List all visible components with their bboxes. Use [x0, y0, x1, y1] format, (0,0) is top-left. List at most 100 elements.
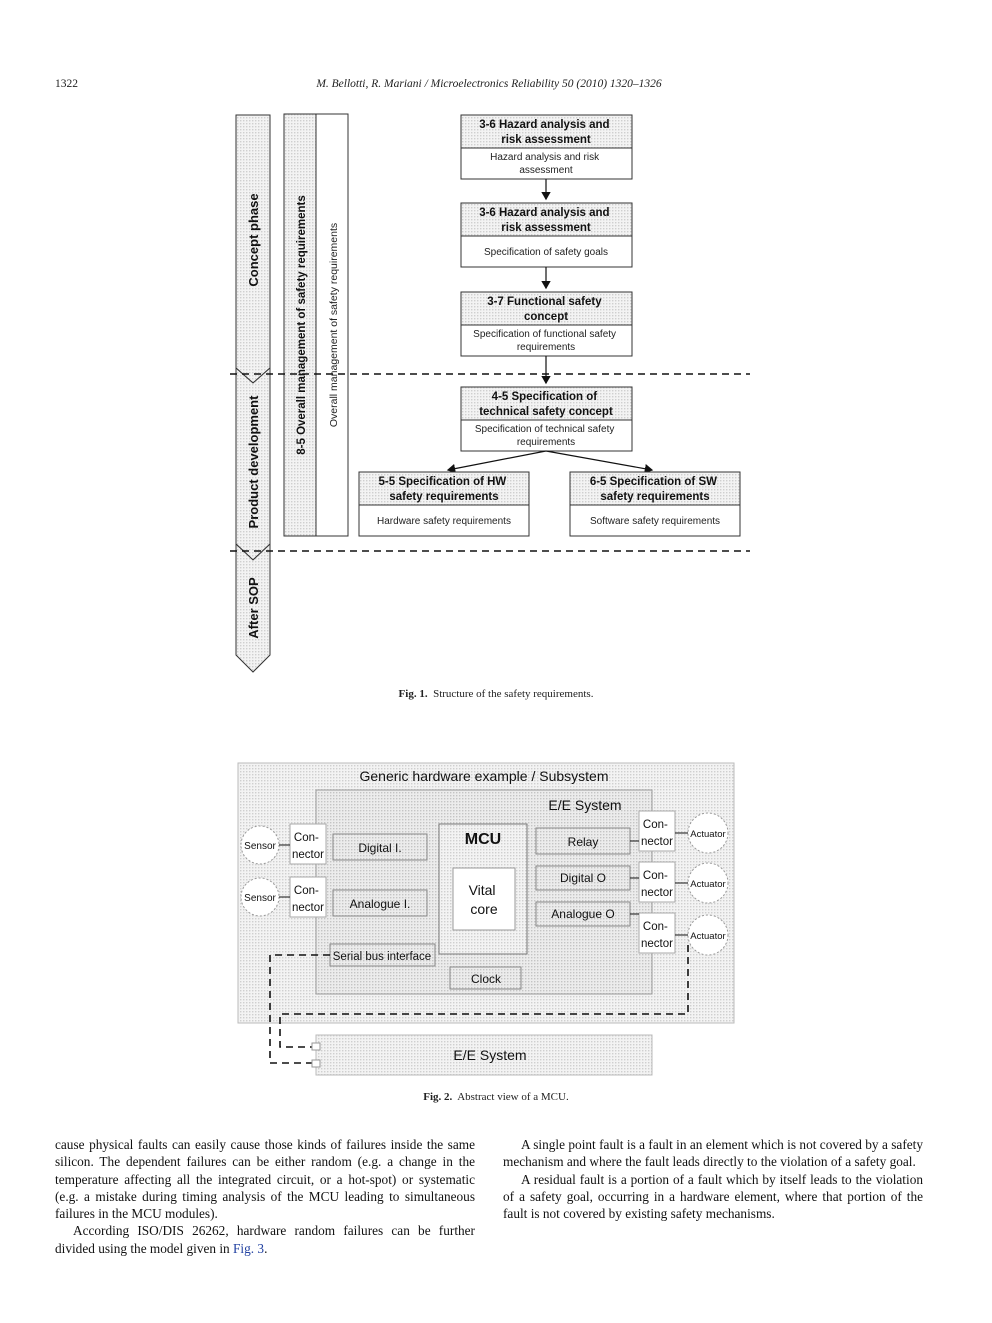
figure-1-caption-label: Fig. 1. — [398, 688, 428, 700]
svg-text:3-6 Hazard analysis and: 3-6 Hazard analysis and risk assessment — [479, 119, 613, 146]
svg-text:Con- nector: Con- nector — [641, 921, 673, 950]
actuator-3-label: Actuator — [690, 931, 725, 942]
left-paragraph-2-text: According ISO/DIS 26262, hardware random… — [55, 1223, 475, 1256]
connector-right-1: Con- nector — [638, 810, 676, 852]
connector-right-2: Con- nector — [638, 861, 676, 903]
connector-r3-line-2: nector — [641, 938, 673, 950]
box-6-body-line-1: Software safety requirements — [590, 516, 720, 527]
analogue-output: Analogue O — [535, 901, 631, 927]
box-6-title-line-2: safety requirements — [600, 491, 709, 503]
box-2-body-line-1: Specification of safety goals — [484, 247, 608, 258]
box-4-title-line-1: 4-5 Specification of — [492, 391, 598, 403]
box-hazard-analysis-2: 3-6 Hazard analysis and risk assessment … — [460, 202, 633, 268]
sensor-2: Sensor — [240, 877, 280, 917]
actuator-1: Actuator — [687, 812, 729, 854]
box-3-body-line-1: Specification of functional safety — [473, 329, 616, 340]
box-5-title-line-1: 5-5 Specification of HW — [379, 476, 507, 488]
serial-bus-interface: Serial bus interface — [329, 943, 436, 967]
box-1-body-line-1: Hazard analysis and risk — [490, 152, 600, 163]
relay-label: Relay — [568, 835, 599, 849]
connector-r2-line-2: nector — [641, 887, 673, 899]
box-functional-safety-concept: 3-7 Functional safety concept Specificat… — [460, 291, 633, 357]
connector-r1-line-2: nector — [641, 836, 673, 848]
box-3-title-line-2: concept — [524, 311, 568, 323]
actuator-2-label: Actuator — [690, 879, 725, 890]
external-ee-label: E/E System — [453, 1047, 526, 1063]
digital-input: Digital I. — [332, 833, 428, 861]
subsystem-title: Generic hardware example / Subsystem — [360, 768, 609, 784]
box-4-title-line-2: technical safety concept — [479, 406, 613, 418]
svg-text:Con- nector: Con- nector — [641, 870, 673, 899]
fig-3-link[interactable]: Fig. 3 — [233, 1240, 265, 1256]
box-6-title-line-1: 6-5 Specification of SW — [590, 476, 717, 488]
right-paragraph-2: A residual fault is a portion of a fault… — [503, 1171, 923, 1222]
digital-output-label: Digital O — [560, 871, 606, 885]
svg-text:6-5 Specification of SW: 6-5 Specification of SW safety requireme… — [590, 476, 720, 503]
dashed-bus-link-outer — [269, 954, 330, 1064]
connector-left-1: Con- nector — [289, 823, 327, 865]
actuator-2: Actuator — [687, 862, 729, 904]
dashed-bus-link-inner — [279, 945, 689, 1048]
left-paragraph-1: cause physical faults can easily cause t… — [55, 1137, 475, 1222]
box-hw-safety-requirements: 5-5 Specification of HW safety requireme… — [358, 471, 530, 537]
vital-core-line-2: core — [470, 901, 497, 917]
connector-l2-line-1: Con- — [294, 885, 319, 897]
box-1-body-line-2: assessment — [519, 165, 573, 176]
management-plain-label: Overall management of safety requirement… — [328, 223, 340, 427]
connector-r3-line-1: Con- — [643, 921, 668, 933]
figure-2-caption: Fig. 2. Abstract view of a MCU. — [0, 1091, 992, 1103]
mcu-block: MCU Vital core — [438, 823, 528, 955]
figure-1-caption: Fig. 1. Structure of the safety requirem… — [0, 688, 992, 700]
actuator-3: Actuator — [687, 914, 729, 956]
digital-input-label: Digital I. — [358, 841, 401, 855]
management-bold-label: 8-5 Overall management of safety require… — [296, 195, 308, 455]
figure-1: Concept phase Product development After … — [230, 113, 750, 673]
box-1-title-line-2: risk assessment — [501, 134, 591, 146]
management-column: 8-5 Overall management of safety require… — [283, 113, 349, 537]
svg-text:3-7 Functional safety: 3-7 Functional safety concept — [487, 296, 605, 323]
figure-1-caption-text: Structure of the safety requirements. — [433, 688, 594, 700]
running-title: M. Bellotti, R. Mariani / Microelectroni… — [316, 78, 662, 90]
connector-l2-line-2: nector — [292, 902, 324, 914]
box-3-body-line-2: requirements — [517, 342, 575, 353]
sensor-1: Sensor — [240, 825, 280, 865]
svg-text:Con- nector: Con- nector — [292, 885, 324, 914]
box-2-title-line-1: 3-6 Hazard analysis and — [479, 207, 609, 219]
vital-core-line-1: Vital — [469, 882, 496, 898]
box-1-title-line-1: 3-6 Hazard analysis and — [479, 119, 609, 131]
external-ee-system: E/E System — [311, 1034, 653, 1076]
svg-text:Hazard analysis and risk: Hazard analysis and risk assessment — [490, 152, 602, 176]
figure-2: Generic hardware example / Subsystem E/E… — [237, 762, 735, 1076]
svg-text:Specification of functional sa: Specification of functional safety requi… — [473, 329, 619, 353]
page-number: 1322 — [55, 78, 78, 90]
clock-block: Clock — [449, 966, 522, 990]
box-2-title-line-2: risk assessment — [501, 222, 591, 234]
svg-text:Con- nector: Con- nector — [292, 832, 324, 861]
analogue-input-label: Analogue I. — [350, 897, 411, 911]
analogue-output-label: Analogue O — [551, 907, 614, 921]
svg-text:Specification of technical saf: Specification of technical safety requir… — [475, 424, 617, 448]
svg-text:4-5 Specification of t: 4-5 Specification of technical safety co… — [479, 391, 613, 418]
svg-text:Con- nector: Con- nector — [641, 819, 673, 848]
phase-product-development-label: Product development — [246, 395, 261, 529]
analogue-input: Analogue I. — [332, 889, 428, 917]
right-paragraph-1: A single point fault is a fault in an el… — [503, 1137, 923, 1170]
connector-r2-line-1: Con- — [643, 870, 668, 882]
body-left-column: cause physical faults can easily cause t… — [55, 1136, 475, 1257]
connector-l1-line-2: nector — [292, 849, 324, 861]
phase-concept-label: Concept phase — [246, 193, 261, 286]
relay-block: Relay — [535, 827, 631, 855]
svg-text:5-5 Specification of HW: 5-5 Specification of HW safety requireme… — [379, 476, 510, 503]
serial-bus-label: Serial bus interface — [333, 951, 431, 963]
box-hazard-analysis-1: 3-6 Hazard analysis and risk assessment … — [460, 114, 633, 180]
arrow-4b — [545, 450, 654, 474]
box-3-title-line-1: 3-7 Functional safety — [487, 296, 602, 308]
body-right-column: A single point fault is a fault in an el… — [503, 1136, 923, 1222]
svg-text:3-6 Hazard analysis and: 3-6 Hazard analysis and risk assessment — [479, 207, 613, 234]
box-5-body-line-1: Hardware safety requirements — [377, 516, 511, 527]
mcu-label: MCU — [465, 831, 501, 848]
box-sw-safety-requirements: 6-5 Specification of SW safety requireme… — [569, 471, 741, 537]
box-4-body-line-1: Specification of technical safety — [475, 424, 615, 435]
box-4-body-line-2: requirements — [517, 437, 575, 448]
